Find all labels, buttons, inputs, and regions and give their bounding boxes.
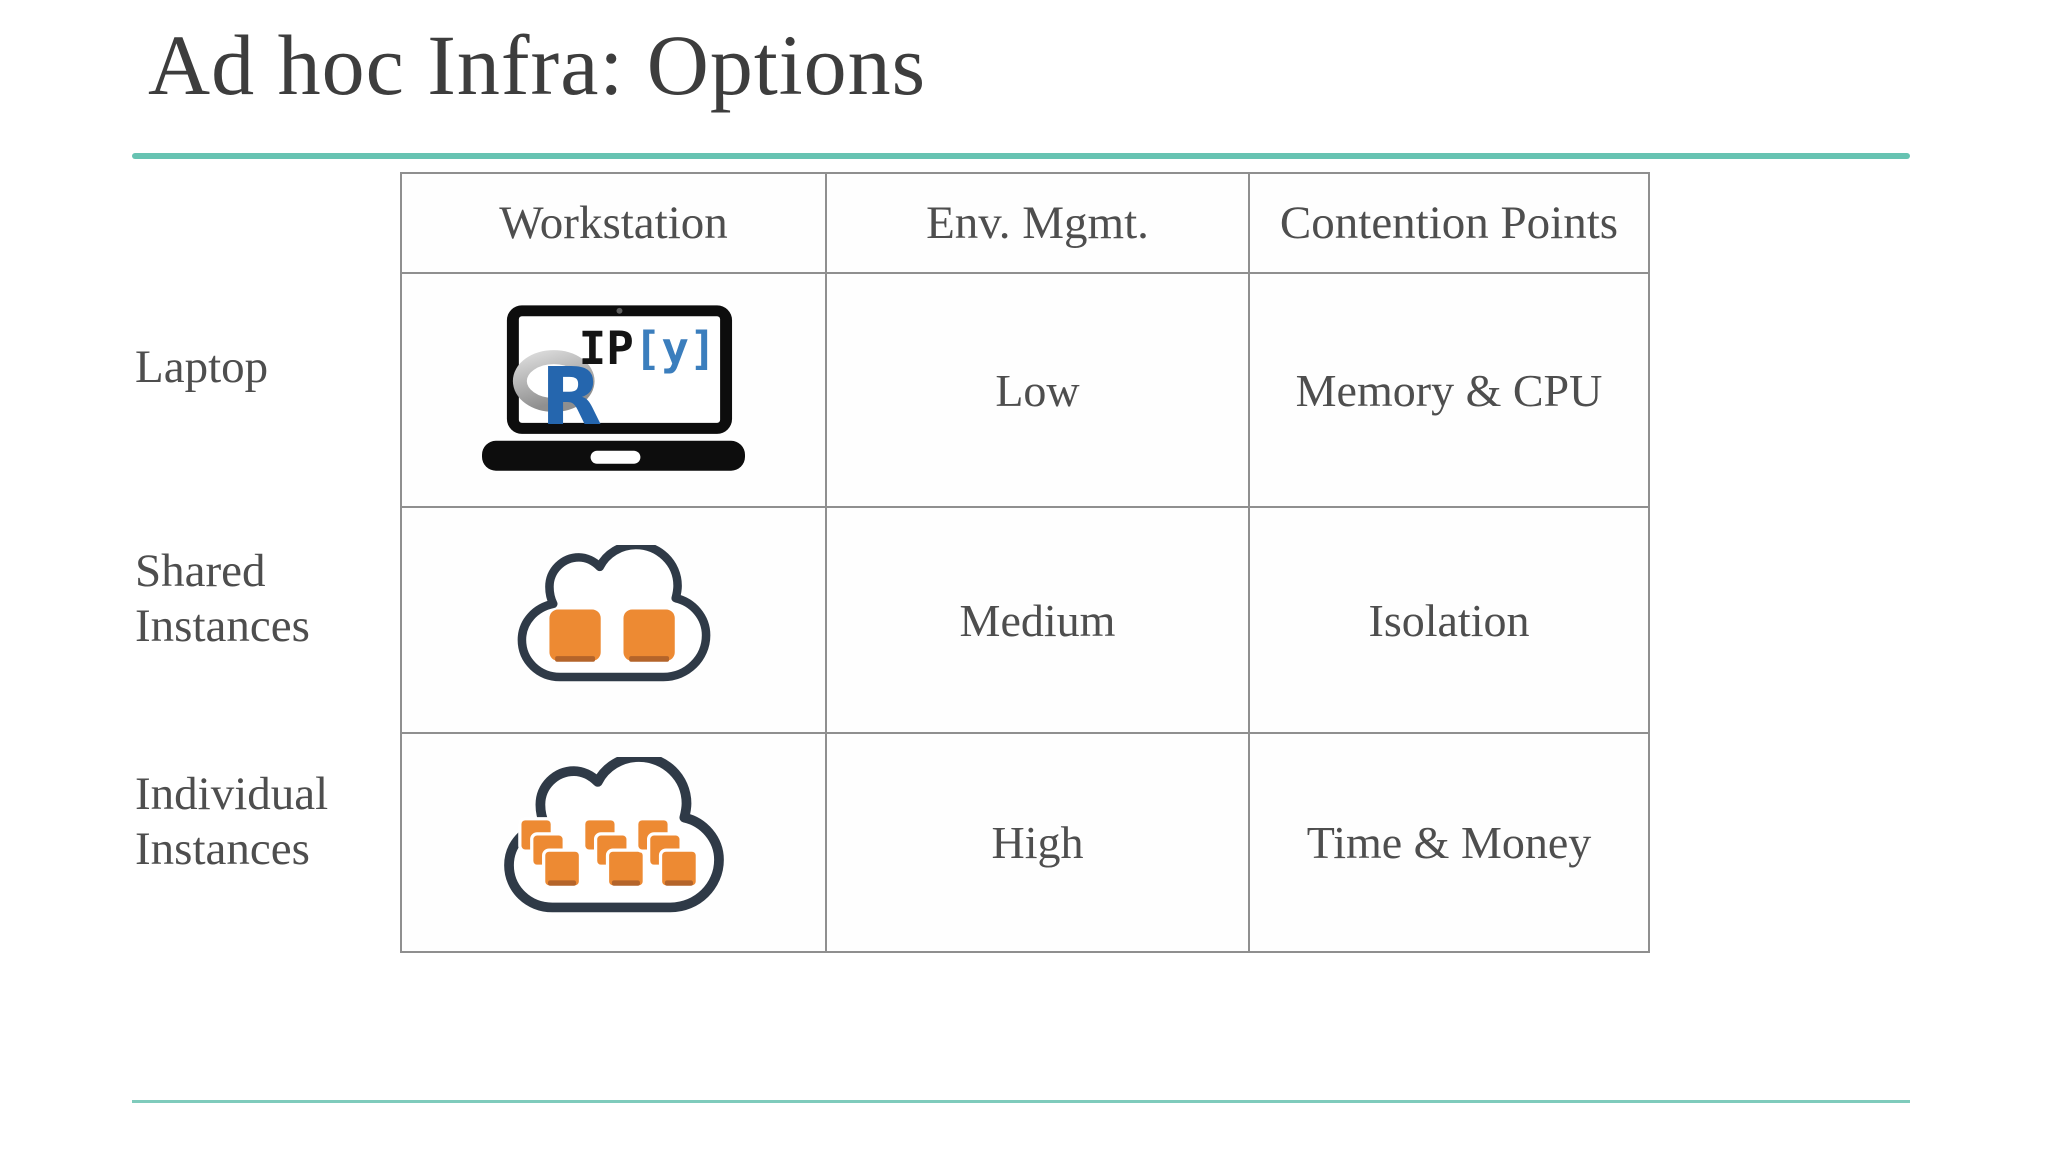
ipython-logo: IP[y] — [579, 321, 717, 375]
page-title: Ad hoc Infra: Options — [148, 17, 927, 113]
instance-square — [548, 609, 601, 661]
r-logo-letter: R — [541, 350, 602, 443]
instance-square — [605, 848, 646, 889]
column-header-env-mgmt: Env. Mgmt. — [827, 174, 1250, 274]
options-table: Workstation Env. Mgmt. Contention Points… — [400, 172, 1650, 953]
column-header-contention-points: Contention Points — [1250, 174, 1648, 274]
instance-square-shadow — [547, 880, 576, 886]
workstation-icon-cell-laptop: IP[y] R — [402, 274, 827, 508]
instance-cluster — [581, 817, 646, 889]
row-label-laptop: Laptop — [135, 341, 269, 393]
row-label-individual-instances: Individual Instances — [135, 767, 329, 875]
r-logo-ring — [512, 350, 595, 412]
env-mgmt-cell-individual: High — [827, 734, 1250, 951]
laptop-ipython-r-icon: IP[y] R — [482, 305, 745, 471]
webcam-dot-icon — [616, 307, 623, 314]
instance-square — [622, 609, 675, 661]
instance-square-shadow — [611, 880, 640, 886]
cloud-many-instances-icon — [503, 757, 724, 913]
row-label-shared-instances: Shared Instances — [135, 544, 310, 652]
instance-square — [541, 848, 582, 889]
contention-cell-individual: Time & Money — [1306, 817, 1592, 868]
instance-cluster — [517, 817, 582, 889]
laptop-base-notch — [590, 450, 641, 464]
footer-accent-rule — [132, 1100, 1910, 1103]
instance-cluster — [634, 817, 699, 889]
workstation-icon-cell-individual — [402, 734, 827, 951]
instance-square-shadow — [628, 656, 669, 662]
title-accent-rule — [132, 153, 1910, 159]
instance-square — [658, 848, 699, 889]
instance-square-shadow — [554, 656, 595, 662]
column-header-workstation: Workstation — [402, 174, 827, 274]
contention-cell-laptop: Memory & CPU — [1250, 274, 1648, 508]
cloud-two-instances-icon — [517, 545, 710, 682]
env-mgmt-cell-shared: Medium — [827, 508, 1250, 734]
cloud-outline — [517, 545, 710, 682]
workstation-icon-cell-shared — [402, 508, 827, 734]
instance-square-shadow — [664, 880, 693, 886]
env-mgmt-cell-laptop: Low — [827, 274, 1250, 508]
contention-cell-shared: Isolation — [1250, 508, 1648, 734]
